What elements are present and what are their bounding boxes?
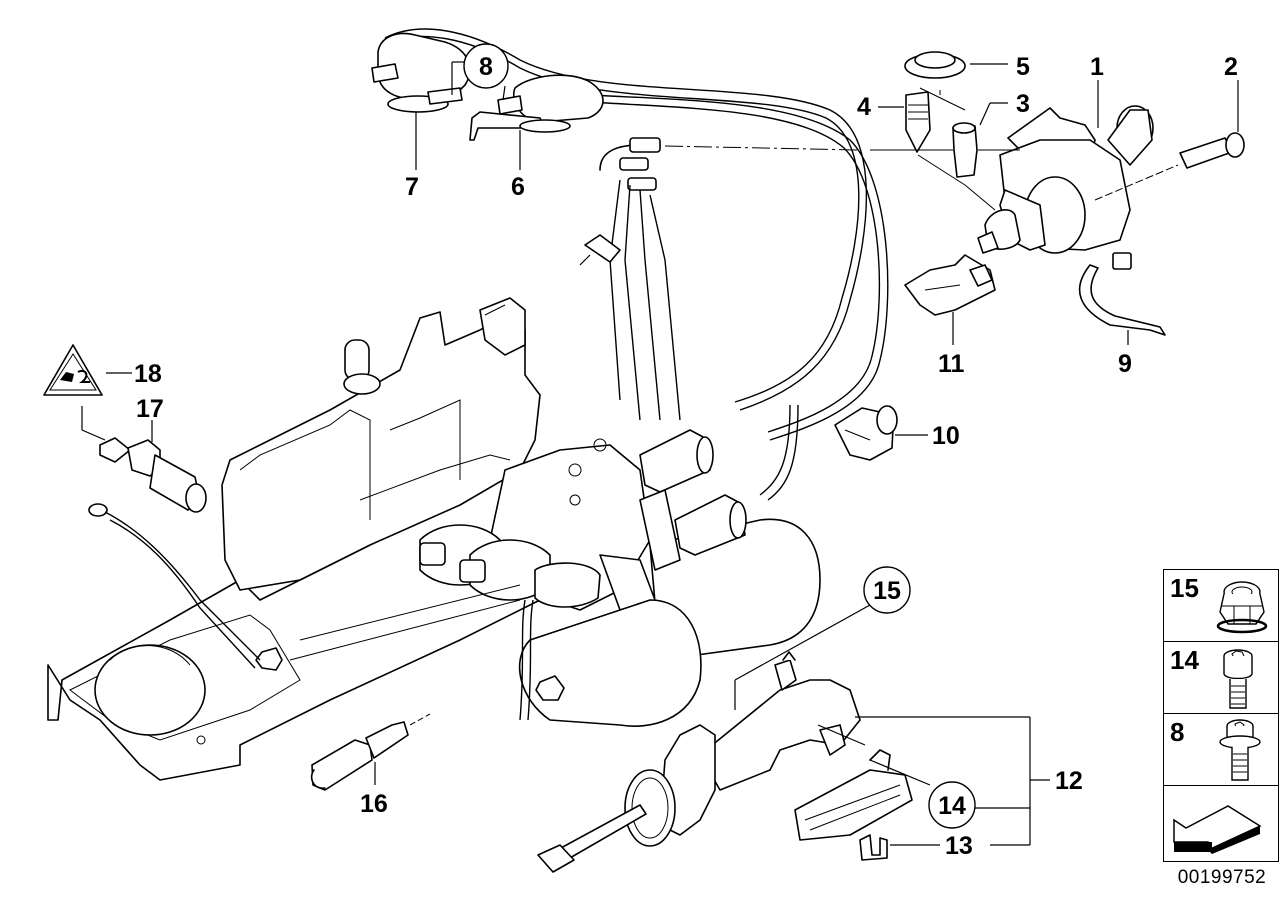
callout-5-label[interactable]: 5 bbox=[1016, 53, 1030, 81]
document-number: 00199752 bbox=[1177, 867, 1267, 888]
callout-18-label[interactable]: 18 bbox=[134, 360, 162, 388]
part-6-sensor[interactable] bbox=[469, 74, 604, 170]
part-1-pump-motor[interactable] bbox=[977, 80, 1154, 254]
socket-head-bolt-icon bbox=[1223, 649, 1253, 709]
part-4-bleeder[interactable] bbox=[878, 87, 996, 211]
arrow-left-down-icon[interactable] bbox=[1168, 790, 1274, 854]
legend-panel: 15 14 8 bbox=[1163, 569, 1279, 862]
callout-15[interactable]: 15 bbox=[863, 566, 911, 614]
part-17-pressure-sensor[interactable] bbox=[99, 420, 207, 513]
hose-connectors bbox=[639, 429, 747, 571]
callout-9-label[interactable]: 9 bbox=[1118, 350, 1132, 378]
legend-navigation[interactable] bbox=[1164, 786, 1278, 857]
legend-number: 14 bbox=[1170, 645, 1199, 675]
flange-bolt-icon bbox=[1219, 719, 1261, 781]
callout-8-label: 8 bbox=[479, 53, 493, 81]
callout-7-label[interactable]: 7 bbox=[405, 173, 419, 201]
solenoid-block bbox=[419, 438, 656, 611]
callout-6-label[interactable]: 6 bbox=[511, 173, 525, 201]
callout-1-label[interactable]: 1 bbox=[1090, 53, 1104, 81]
legend-number: 8 bbox=[1170, 717, 1185, 747]
part-9-cable-tie[interactable] bbox=[1078, 252, 1166, 345]
ground-strap bbox=[88, 503, 261, 669]
callout-4-label[interactable]: 4 bbox=[857, 93, 871, 121]
legend-item-8[interactable]: 8 bbox=[1164, 714, 1278, 786]
callout-12-label[interactable]: 12 bbox=[1055, 767, 1083, 795]
hydraulic-lines bbox=[579, 137, 861, 421]
legend-item-14[interactable]: 14 bbox=[1164, 642, 1278, 714]
part-11-bracket[interactable] bbox=[904, 254, 996, 345]
callout-13-label[interactable]: 13 bbox=[945, 832, 973, 860]
hex-nut-icon bbox=[1216, 581, 1268, 634]
callout-15-label: 15 bbox=[873, 577, 901, 605]
callout-16-label[interactable]: 16 bbox=[360, 790, 388, 818]
part-12-slave-cylinder[interactable] bbox=[537, 604, 1050, 873]
callout-14-label: 14 bbox=[938, 792, 966, 820]
part-16-temperature-sensor[interactable] bbox=[310, 713, 431, 791]
part-7-sensor[interactable] bbox=[371, 32, 471, 170]
callout-14[interactable]: 14 bbox=[869, 759, 1030, 829]
part-2-bolt[interactable] bbox=[1094, 80, 1245, 201]
part-3-hollow-screw[interactable] bbox=[870, 102, 1020, 178]
callout-8[interactable]: 8 bbox=[451, 43, 509, 101]
callout-10-label[interactable]: 10 bbox=[932, 422, 960, 450]
callout-3-label[interactable]: 3 bbox=[1016, 90, 1030, 118]
part-18-warning-label[interactable] bbox=[43, 344, 132, 441]
callout-11-label[interactable]: 11 bbox=[938, 350, 965, 378]
legend-item-15[interactable]: 15 bbox=[1164, 570, 1278, 642]
part-5-cap[interactable] bbox=[904, 51, 1008, 95]
callout-17-label[interactable]: 17 bbox=[136, 395, 164, 423]
part-13-sensor-bracket[interactable] bbox=[794, 749, 1030, 861]
part-10-clip[interactable] bbox=[834, 405, 928, 461]
callout-2-label[interactable]: 2 bbox=[1224, 53, 1238, 81]
legend-number: 15 bbox=[1170, 573, 1199, 603]
